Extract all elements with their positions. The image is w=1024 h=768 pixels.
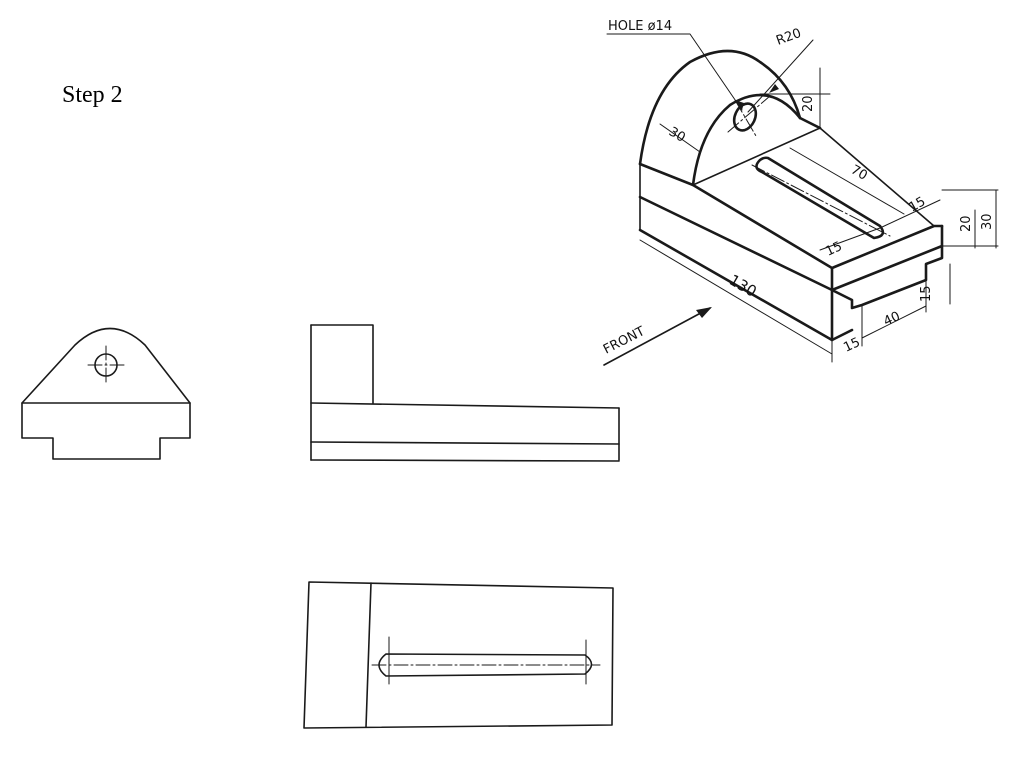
iso-top-surface-edges [692, 127, 935, 227]
iso-radius-label: R20 [774, 26, 803, 49]
iso-dim-15-offset-line [819, 227, 881, 251]
side-view [21, 327, 191, 460]
iso-upright-arc-front [691, 93, 802, 187]
iso-radius-leader [747, 39, 814, 113]
front-view-step-line [310, 441, 620, 445]
isometric-view: HOLE ø14 R20 20 30 70 15 15 130 20 30 15… [601, 19, 999, 366]
iso-dim-step-width: 40 [881, 309, 902, 330]
iso-hole-label: HOLE ø14 [608, 19, 672, 34]
side-view-upright-outline [21, 327, 191, 404]
iso-hole-leader [606, 33, 743, 111]
iso-dim-slot-offset: 15 [823, 239, 844, 260]
iso-dim-slot-length: 70 [848, 162, 870, 183]
iso-dim-bottom-step: 15 [841, 335, 862, 356]
iso-dim-hole-height: 20 [801, 95, 816, 112]
front-view [310, 324, 620, 462]
iso-hole [732, 102, 758, 132]
iso-upright-top-edge [798, 116, 822, 130]
front-arrow-head [696, 307, 712, 318]
iso-hole-centerline-1 [727, 95, 771, 133]
top-view-outline [303, 581, 614, 729]
iso-dim-15-slot-line [879, 199, 941, 229]
top-view [303, 581, 614, 729]
iso-radius-arrow [769, 84, 779, 93]
front-view-bottom-edge [310, 459, 620, 462]
top-view-slot [378, 653, 593, 677]
iso-hole-leader-arrow [735, 100, 744, 110]
iso-dim-base-height: 20 [959, 215, 974, 232]
iso-base-top-edges [638, 162, 944, 270]
iso-step-profile [830, 244, 944, 310]
iso-dim-slot-width: 15 [907, 194, 929, 215]
front-arrow-line [603, 307, 711, 366]
iso-upright-arc-back [638, 49, 802, 166]
iso-dim-30-line [659, 123, 701, 153]
front-label: FRONT [601, 324, 647, 358]
iso-dim-130-line [639, 239, 833, 355]
top-view-upright-edge [365, 582, 372, 728]
iso-dim-total-height: 30 [980, 213, 995, 230]
iso-base-front-bottom [638, 195, 944, 292]
front-view-upright [310, 324, 374, 404]
iso-dim-upright-thickness: 30 [666, 124, 688, 145]
iso-dim-step-height: 15 [919, 285, 934, 302]
step-title: Step 2 [62, 82, 123, 108]
front-view-top-of-base [310, 402, 620, 409]
iso-hole-centerline-2 [734, 99, 757, 137]
side-view-base-outline [21, 402, 191, 460]
iso-slot-centerline [751, 164, 891, 237]
iso-dim-70-line [789, 147, 905, 215]
iso-dim-40-line [861, 305, 927, 339]
